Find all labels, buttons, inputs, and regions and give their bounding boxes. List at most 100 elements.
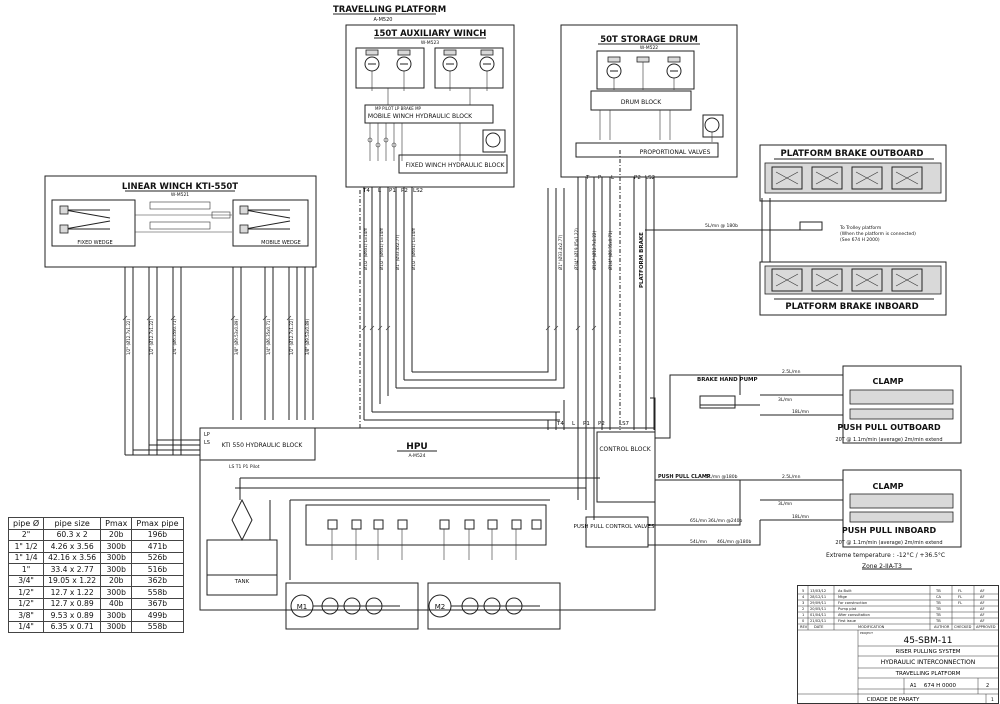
- mobile-wedge-cylinders: [239, 205, 291, 234]
- trolley-note: (When the platform is connected): [840, 231, 916, 237]
- flow-label: 54L/mn: [690, 539, 707, 545]
- brake-hand-pump-label: BRAKE HAND PUMP: [697, 377, 758, 383]
- svg-text:AF: AF: [980, 607, 985, 611]
- svg-text:28/12/11: 28/12/11: [810, 595, 826, 599]
- flow-label: 5L/mn @ 180b: [705, 223, 738, 229]
- push-pull-outboard-spec: 20T @ 1.1m/min (average) 2m/min extend: [835, 437, 942, 443]
- svg-text:First issue: First issue: [838, 619, 857, 623]
- zone-label: Zone 2-IIA-T3: [862, 563, 902, 570]
- svg-text:4: 4: [802, 595, 805, 599]
- motor-m2-label: M2: [435, 603, 446, 611]
- svg-text:Ø1/2" (Ø6x1) L=14m: Ø1/2" (Ø6x1) L=14m: [411, 228, 416, 270]
- aux-winch-module: 150T AUXILIARY WINCH W-M523 MOBILE WINCH…: [345, 24, 515, 194]
- svg-text:Ø1/2" (Ø6x1) L=14m: Ø1/2" (Ø6x1) L=14m: [379, 228, 384, 270]
- svg-text:AF: AF: [980, 589, 985, 593]
- tank-label: TANK: [234, 579, 250, 585]
- extreme-temperature-label: Extreme temperature : -12°C / +36.5°C: [826, 552, 945, 559]
- travelling-platform-ref: A-M520: [374, 17, 393, 23]
- kti-block-label: KTI 550 HYDRAULIC BLOCK: [222, 442, 304, 449]
- port-label: P2: [598, 421, 605, 427]
- drum-motor-icon: [606, 56, 682, 79]
- table-header: pipe size: [43, 517, 102, 530]
- brake-outboard-title: PLATFORM BRAKE OUTBOARD: [781, 149, 924, 159]
- svg-text:29/09/11: 29/09/11: [810, 601, 826, 605]
- platform-brake-outboard: PLATFORM BRAKE OUTBOARD: [759, 144, 947, 202]
- pipe-size-table: pipe Ø pipe size Pmax Pmax pipe 2"60.3 x…: [7, 517, 184, 633]
- svg-text:MODIFICATION: MODIFICATION: [858, 625, 885, 629]
- svg-text:5: 5: [802, 589, 804, 593]
- pipe-tag-column: Ø1/2" (Ø6x1) L=14m Ø1/2" (Ø6x1) L=14m Ø1…: [126, 228, 613, 355]
- svg-text:FL: FL: [958, 595, 962, 599]
- svg-text:TB: TB: [935, 619, 941, 623]
- svg-text:20/05/11: 20/05/11: [810, 607, 826, 611]
- svg-text:TB: TB: [935, 613, 941, 617]
- hpu-ref: A-M524: [408, 453, 425, 459]
- svg-text:AF: AF: [980, 613, 985, 617]
- drum-block-label: DRUM BLOCK: [621, 99, 662, 106]
- control-block-label: CONTROL BLOCK: [599, 446, 651, 453]
- brake-inboard-title: PLATFORM BRAKE INBOARD: [785, 302, 918, 312]
- flow-label: 3L/mn: [778, 501, 792, 507]
- table-header: Pmax pipe: [131, 517, 184, 530]
- hpu-title: HPU: [406, 442, 427, 452]
- customer-name: CIDADE DE PARATY: [867, 697, 920, 703]
- svg-text:Mtge: Mtge: [838, 595, 848, 599]
- svg-text:Pump plat: Pump plat: [838, 607, 857, 611]
- svg-text:1/4" (Ø6.35x0.71): 1/4" (Ø6.35x0.71): [172, 319, 177, 355]
- trolley-ref: (See 674 H 2000): [840, 237, 880, 243]
- storage-drum-title: 50T STORAGE DRUM: [600, 35, 698, 45]
- flow-label: 2.5L/mn: [782, 474, 801, 480]
- flow-label: 65L/mn: [690, 518, 707, 524]
- fixed-winch-block-label: FIXED WINCH HYDRAULIC BLOCK: [406, 162, 506, 169]
- svg-text:01/04/11: 01/04/11: [810, 613, 826, 617]
- pump-icon: [313, 597, 540, 615]
- svg-text:CA: CA: [936, 595, 942, 599]
- hpu-module: HPU A-M524 T4 L P1 P2 LS7 KTI 550 HYDRAU…: [199, 421, 656, 630]
- svg-text:Ø1/2" (Ø12.7x1.22): Ø1/2" (Ø12.7x1.22): [592, 230, 597, 270]
- port-label: LS2: [413, 188, 423, 194]
- svg-text:APPROVED: APPROVED: [976, 625, 996, 629]
- push-pull-clamp-label: PUSH PULL CLAMP: [658, 474, 711, 480]
- fixed-wedge-label: FIXED WEDGE: [77, 240, 112, 246]
- svg-text:1/4" (Ø6.35x0.71): 1/4" (Ø6.35x0.71): [266, 319, 271, 355]
- svg-text:AF: AF: [980, 595, 985, 599]
- flow-label: 36L/mn @240b: [708, 518, 743, 524]
- svg-text:1: 1: [802, 613, 804, 617]
- svg-text:After consultation: After consultation: [838, 613, 870, 617]
- svg-text:1/2" (Ø12.7x1.22): 1/2" (Ø12.7x1.22): [149, 319, 154, 355]
- svg-text:2: 2: [802, 607, 804, 611]
- project-label: PROJECT: [860, 631, 873, 635]
- platform-brake-label: PLATFORM BRAKE: [639, 232, 645, 288]
- drawing-number: 674 H 0000: [924, 683, 957, 689]
- fixed-wedge-cylinders: [59, 205, 111, 234]
- to-trolley-label: To Trolley platform: [839, 225, 881, 231]
- table-header: Pmax: [100, 517, 133, 530]
- svg-text:LS T1 P1 Pilot: LS T1 P1 Pilot: [229, 464, 260, 470]
- svg-text:13/03/12: 13/03/12: [810, 589, 826, 593]
- svg-text:AUTHOR: AUTHOR: [934, 625, 950, 629]
- port-label: P1: [389, 188, 396, 194]
- brake-caliper-icon: [771, 268, 923, 292]
- svg-text:Ø1/2" (Ø6x1) L=14m: Ø1/2" (Ø6x1) L=14m: [363, 228, 368, 270]
- valve-row: [327, 519, 542, 530]
- svg-text:Ø1" (Ø33.4x2.77): Ø1" (Ø33.4x2.77): [558, 234, 563, 270]
- flow-label: 18L/mn: [792, 409, 809, 415]
- svg-text:For construction: For construction: [838, 601, 867, 605]
- flow-label: 5L/mn @180b: [706, 474, 738, 480]
- drawing-title: HYDRAULIC INTERCONNECTION: [881, 659, 976, 666]
- flow-label: 18L/mn: [792, 514, 809, 520]
- linear-winch-title: LINEAR WINCH KTI-550T: [122, 182, 238, 192]
- push-pull-inboard: CLAMP PUSH PULL INBOARD 20T @ 1.1m/min (…: [835, 469, 962, 548]
- svg-text:AF: AF: [980, 601, 985, 605]
- svg-text:AF: AF: [980, 619, 985, 623]
- aux-winch-ref: W-M523: [421, 40, 439, 46]
- svg-text:As Built: As Built: [838, 589, 852, 593]
- flow-label: 2.5L/mn: [782, 369, 801, 375]
- project-number: 45-SBM-11: [903, 636, 952, 646]
